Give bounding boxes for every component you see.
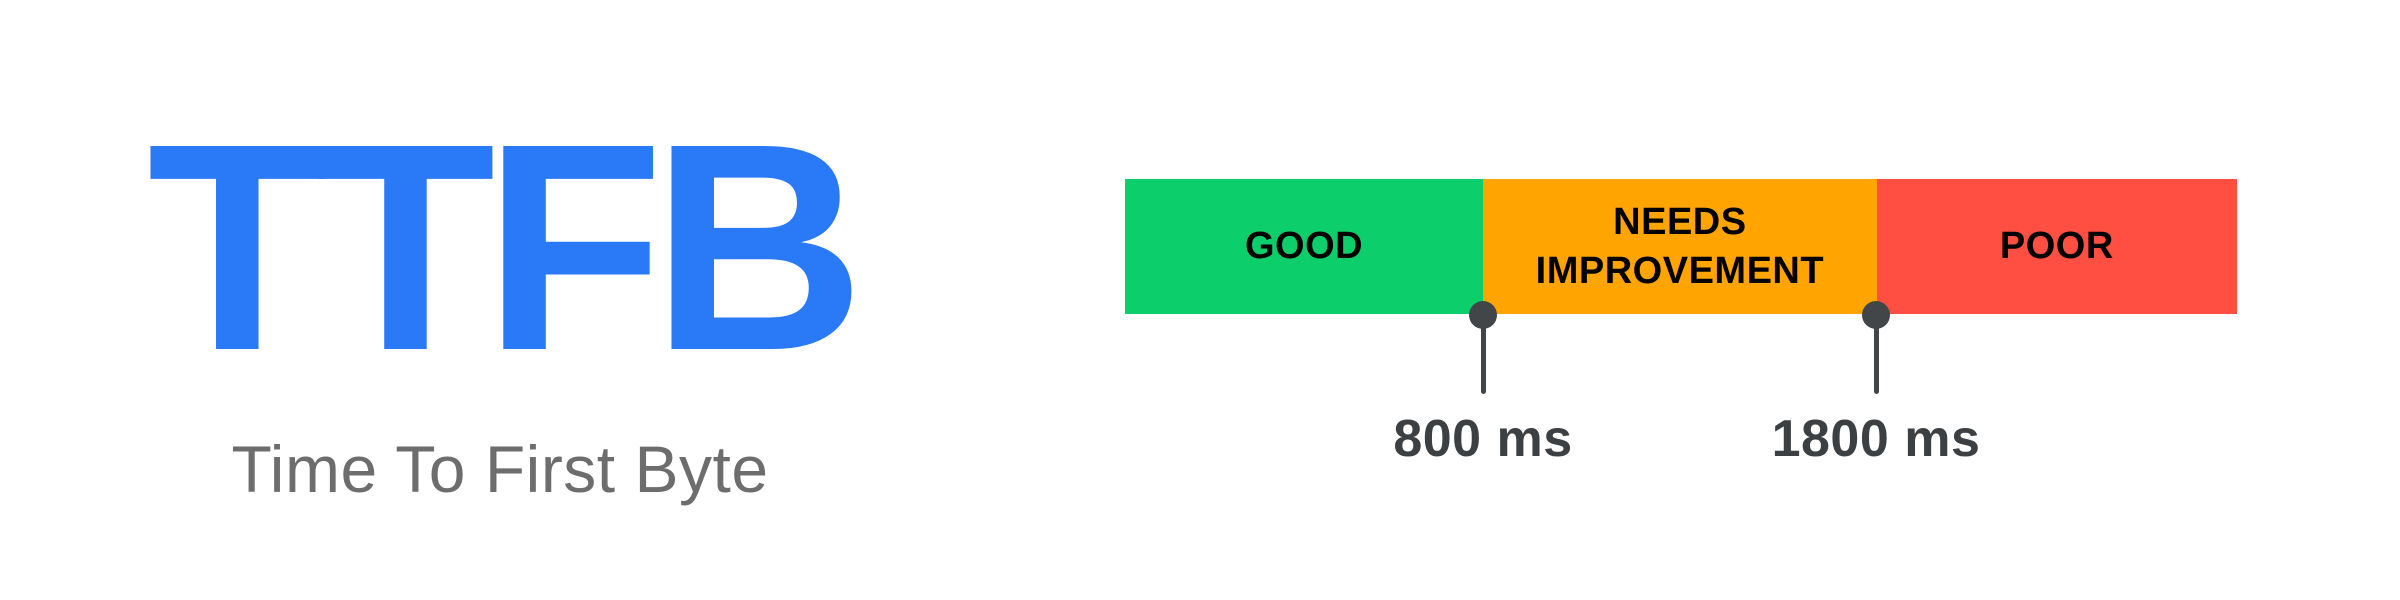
segment-good: GOOD [1125,179,1484,314]
marker-dot [1862,301,1890,329]
threshold-scale-bar: GOOD NEEDS IMPROVEMENT POOR [1125,179,2237,314]
threshold-value-1800: 1800 ms [1771,410,1981,468]
segment-poor: POOR [1876,179,2237,314]
metric-acronym: TTFB [147,82,865,412]
segment-needs-improvement-label: NEEDS IMPROVEMENT [1535,200,1825,292]
segment-needs-improvement: NEEDS IMPROVEMENT [1483,179,1877,314]
metric-subtitle: Time To First Byte [231,432,769,506]
segment-poor-label: POOR [1999,225,2114,268]
marker-dot [1469,301,1497,329]
marker-stem [1873,312,1879,394]
metric-title-block: TTFB Time To First Byte [0,0,1000,600]
threshold-value-800: 800 ms [1393,410,1573,468]
marker-stem [1480,312,1486,394]
segment-good-label: GOOD [1244,225,1364,268]
